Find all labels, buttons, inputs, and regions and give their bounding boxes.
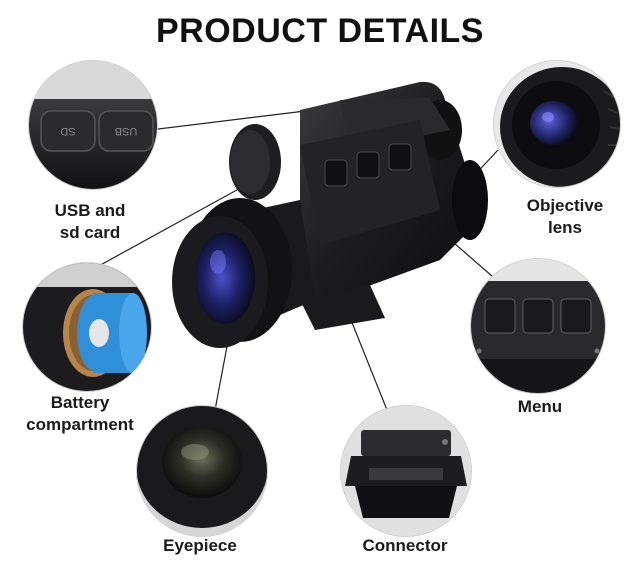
leader-line-objective	[469, 149, 499, 181]
menu-closeup	[470, 258, 606, 394]
sd-label: SD	[60, 125, 75, 137]
eyepiece-closeup	[136, 405, 268, 537]
eyepiece-label: Eyepiece	[163, 536, 237, 555]
usb-sd-closeup: SD USB	[28, 60, 158, 190]
battery-label: Battery compartment	[26, 393, 134, 434]
leader-line-connector	[344, 304, 388, 411]
connector-closeup	[340, 405, 472, 537]
menu-label: Menu	[517, 397, 563, 416]
usb-label: USB	[115, 125, 138, 137]
leader-line-eyepiece	[214, 319, 233, 411]
objective-lens-closeup	[493, 60, 621, 188]
objective-lens-label: Objective lens	[526, 196, 604, 237]
battery-closeup	[22, 262, 152, 392]
leader-line-usb	[149, 107, 331, 131]
leader-line-menu	[369, 169, 501, 284]
usb-sd-label: USB and sd card	[54, 201, 126, 242]
connector-label: Connector	[362, 536, 448, 555]
page-title: PRODUCT DETAILS	[156, 12, 484, 50]
